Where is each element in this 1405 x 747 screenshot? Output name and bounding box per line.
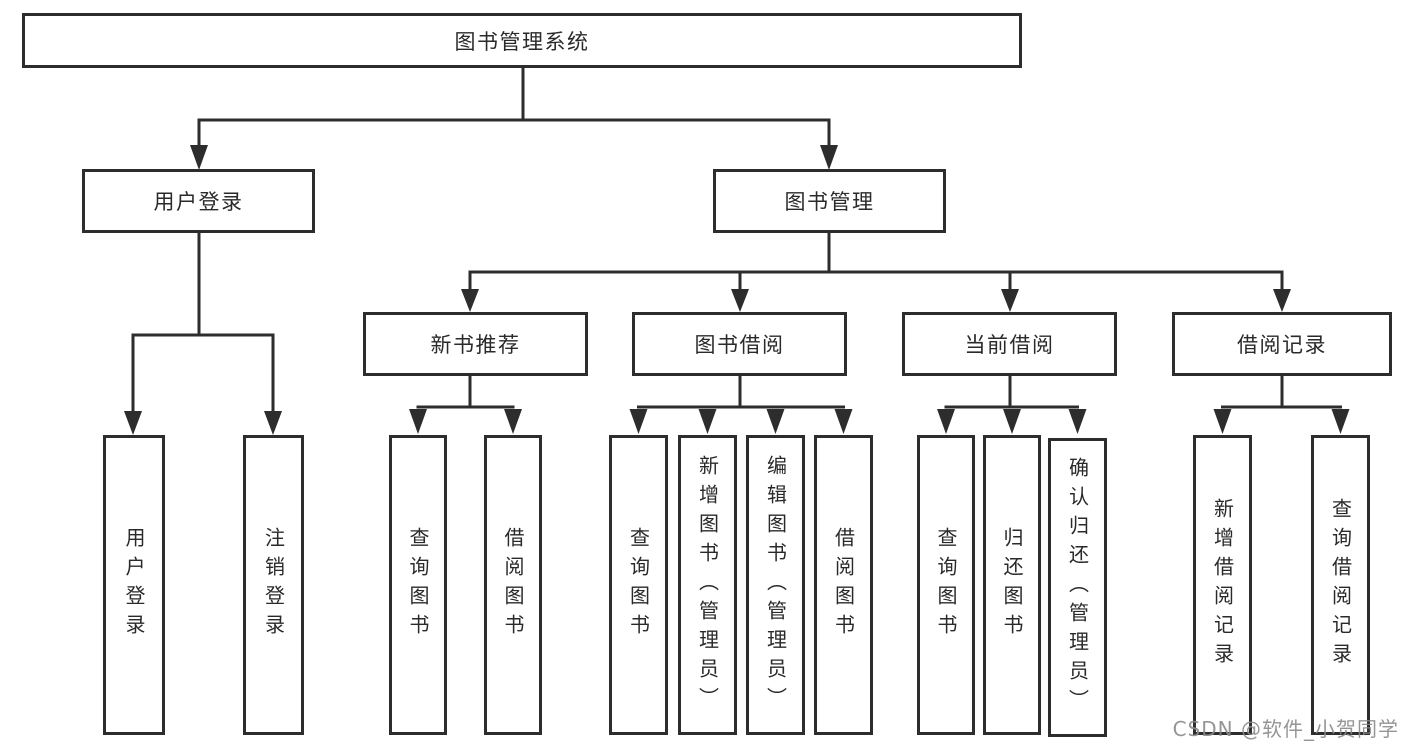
leaf-label: 注销登录 [261,527,286,643]
leaf-label: 查询图书 [626,527,651,643]
node-borrow-records: 借阅记录 [1172,312,1392,376]
leaf-query-books-recommend: 查询图书 [389,435,447,735]
leaf-label: 借阅图书 [831,527,856,643]
arrow-down-icon [834,409,853,434]
leaf-label: 用户登录 [122,527,146,643]
arrow-down-icon [1068,409,1087,434]
arrow-down-icon [820,145,838,170]
arrow-down-icon [1001,289,1019,312]
arrow-down-icon [409,409,427,434]
leaf-borrow-books-recommend: 借阅图书 [484,435,542,735]
leaf-borrow-books: 借阅图书 [814,435,873,735]
leaf-label: 新增图书（管理员） [695,454,720,716]
leaf-confirm-return-admin: 确认归还（管理员） [1048,438,1107,737]
node-book-borrow: 图书借阅 [632,312,847,376]
arrow-down-icon [731,289,749,312]
leaf-add-borrow-record: 新增借阅记录 [1193,435,1252,735]
arrow-down-icon [1213,409,1232,434]
arrow-down-icon [1003,409,1021,434]
leaf-query-books-borrow: 查询图书 [609,435,668,735]
arrow-down-icon [1331,409,1350,434]
node-user-login: 用户登录 [82,169,315,233]
leaf-label: 新增借阅记录 [1210,498,1235,672]
arrow-down-icon [766,409,785,434]
leaf-label: 确认归还（管理员） [1065,457,1090,718]
node-library-management-system: 图书管理系统 [22,13,1022,68]
leaf-add-book-admin: 新增图书（管理员） [678,435,737,735]
arrow-down-icon [461,289,479,312]
arrow-down-icon [629,409,648,434]
csdn-watermark: CSDN @软件_小贺同学 [1172,717,1399,741]
leaf-logout: 注销登录 [243,435,304,735]
leaf-label: 查询借阅记录 [1328,498,1353,672]
leaf-label: 借阅图书 [501,527,525,643]
arrow-down-icon [1273,289,1291,312]
leaf-query-books-current: 查询图书 [917,435,975,735]
leaf-label: 编辑图书（管理员） [763,454,788,716]
leaf-edit-book-admin: 编辑图书（管理员） [746,435,805,735]
leaf-user-login: 用户登录 [103,435,165,735]
leaf-label: 归还图书 [1000,527,1024,643]
arrow-down-icon [124,411,142,435]
node-current-borrow: 当前借阅 [902,312,1117,376]
leaf-query-borrow-record: 查询借阅记录 [1311,435,1370,735]
arrow-down-icon [937,409,955,434]
node-new-book-recommend: 新书推荐 [363,312,588,376]
leaf-label: 查询图书 [934,527,958,643]
leaf-return-books: 归还图书 [983,435,1041,735]
arrow-down-icon [264,411,282,435]
arrow-down-icon [190,145,208,170]
arrow-down-icon [504,409,522,434]
node-book-management: 图书管理 [713,169,946,233]
leaf-label: 查询图书 [406,527,430,643]
arrow-down-icon [698,409,717,434]
